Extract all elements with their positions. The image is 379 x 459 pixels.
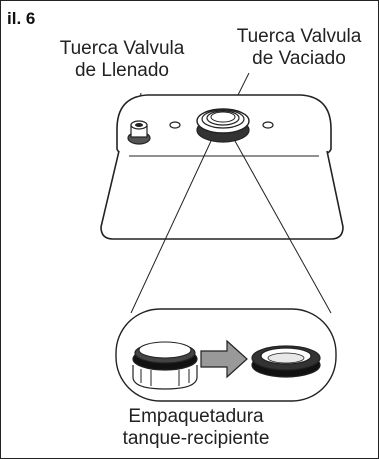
mounting-hole-right [262,121,274,129]
flush-valve-nut-callout: Tuerca Valvula de Vaciado [229,26,369,70]
flush-valve-nut [196,108,250,143]
magnifier-line-left [130,140,212,314]
gasket-label-line-1: Empaquetadura [128,406,264,427]
figure-label: il. 6 [7,9,36,28]
arrow-icon [200,339,248,379]
gasket-callout: Empaquetadura tanque-recipiente [111,406,281,450]
flush-valve-nut-label-line-1: Tuerca Valvula [236,26,362,47]
mounting-hole-left [169,121,181,129]
gasket-label-line-2: tanque-recipiente [122,428,270,449]
separate-gasket [251,345,321,378]
gasket-on-nut [132,341,198,390]
fill-valve-nut-label-line-1: Tuerca Valvula [59,38,185,59]
magnifier-line-right [234,140,332,314]
fill-valve-nut-label-line-2: de Llenado [74,60,170,81]
flush-valve-nut-label-line-2: de Vaciado [252,48,346,69]
tank-body [100,94,344,240]
fill-valve-nut-callout: Tuerca Valvula de Llenado [57,38,187,82]
fill-valve-nut [127,120,151,145]
